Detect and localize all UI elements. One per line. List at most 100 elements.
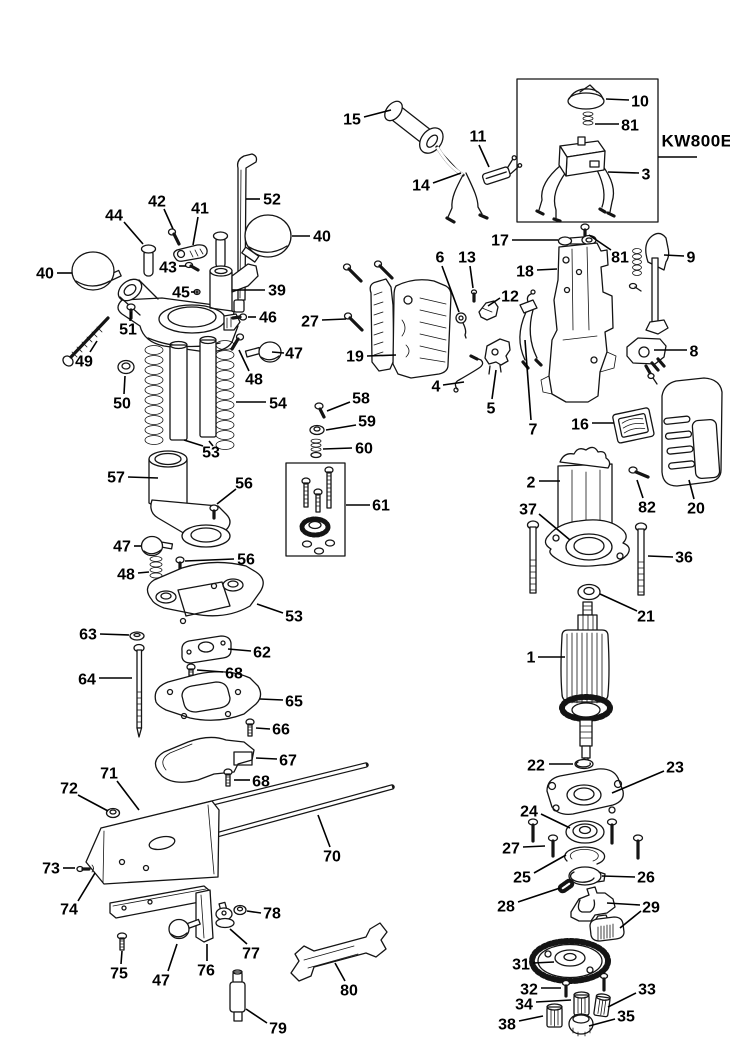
leader-line (366, 354, 397, 357)
part-label: 71 (100, 766, 118, 783)
leader-line (536, 268, 558, 271)
part-64-screw (133, 643, 145, 738)
leader-line (432, 172, 462, 184)
part-label: 40 (313, 229, 331, 246)
part-28-pin (557, 878, 575, 894)
part-label: 64 (78, 672, 96, 689)
leader-line (325, 424, 357, 431)
part-8-clamp (626, 337, 667, 385)
part-label: 14 (412, 178, 430, 195)
part-label: 73 (42, 861, 60, 878)
leader-line (535, 999, 572, 1003)
part-12-clip (478, 300, 499, 321)
leader-line (99, 633, 130, 636)
leader-line (533, 854, 567, 874)
part-label: 13 (458, 250, 476, 267)
leader-line (607, 992, 637, 1008)
model-label: KW800E (661, 132, 730, 151)
part-80-wrench (290, 922, 388, 982)
part-label: 43 (159, 260, 177, 277)
part-label: 31 (512, 957, 530, 974)
part-18-field-bracket (540, 242, 617, 403)
part-40-knob-left (71, 251, 122, 291)
part-60-spring-nut (310, 438, 322, 459)
part-label: 9 (687, 250, 696, 267)
part-label: 42 (148, 194, 166, 211)
part-label: 59 (358, 414, 376, 431)
part-15-handle (384, 100, 444, 154)
part-label: 26 (637, 870, 655, 887)
part-38-collet (546, 1003, 563, 1028)
part-label: 47 (285, 346, 303, 363)
part-46-screw (231, 313, 248, 321)
part-label: 33 (638, 982, 656, 999)
part-25-ring (564, 846, 606, 865)
leader-line (89, 340, 98, 353)
part-16-brush-box (612, 407, 655, 444)
part-33-collet (593, 993, 611, 1018)
part-34-collet (573, 991, 590, 1016)
leader-line (334, 962, 346, 982)
part-22-washer (574, 758, 594, 770)
leader-line (163, 208, 174, 230)
part-label: 49 (75, 354, 93, 371)
part-42-screw (167, 228, 181, 246)
leader-line (227, 648, 252, 652)
part-7-harness (519, 289, 543, 370)
part-label: 7 (529, 422, 538, 439)
leader-line (588, 1018, 616, 1027)
part-66-screw (245, 718, 255, 737)
part-label: 39 (268, 283, 286, 300)
part-63-washer (129, 631, 145, 641)
part-label: 60 (355, 441, 373, 458)
part-31-gear (529, 938, 611, 992)
leader-line (491, 369, 497, 400)
leader-line (469, 265, 474, 289)
leader-line (137, 571, 150, 574)
part-44-pins (140, 231, 229, 277)
part-35-collet-nut (568, 1013, 594, 1037)
leader-line (196, 669, 224, 673)
part-50-nut (117, 359, 135, 375)
part-label: 66 (272, 722, 290, 739)
part-32-screw (561, 979, 571, 998)
part-label: 11 (470, 129, 487, 146)
part-58-screw (314, 402, 326, 419)
part-label: 53 (285, 609, 303, 626)
part-13-screw (470, 289, 478, 303)
part-label: 34 (515, 997, 533, 1014)
leader-line (77, 794, 109, 812)
leader-line (167, 943, 178, 972)
part-label: 4 (432, 379, 441, 396)
leader-line (321, 318, 347, 321)
leader-line (607, 171, 640, 174)
part-75-screw (116, 932, 128, 951)
part-label: 70 (323, 849, 341, 866)
part-73-screw (76, 864, 94, 873)
part-label: 79 (269, 1021, 287, 1037)
part-53-tubes (169, 335, 217, 441)
part-label: 75 (110, 966, 128, 983)
part-53-sub-base (146, 561, 264, 625)
part-label: 56 (237, 552, 255, 569)
part-label: 32 (520, 982, 538, 999)
part-5-bracket (484, 338, 511, 375)
part-71-bracket (85, 800, 220, 885)
part-40-knob-right (241, 214, 292, 263)
leader-line (123, 375, 126, 395)
part-24-bearing (565, 820, 605, 844)
part-62-plate (181, 635, 232, 664)
part-65-plate (154, 671, 262, 721)
part-label: 35 (617, 1009, 635, 1026)
leader-line (599, 593, 638, 612)
part-label: 54 (269, 396, 287, 413)
part-label: 36 (675, 550, 693, 567)
part-9-depth-rod (628, 232, 670, 335)
part-label: 18 (516, 264, 534, 281)
part-label: 51 (119, 322, 137, 339)
leader-line (363, 109, 392, 118)
part-label: 16 (571, 417, 589, 434)
part-label: 68 (225, 666, 243, 683)
leader-line (77, 872, 96, 902)
